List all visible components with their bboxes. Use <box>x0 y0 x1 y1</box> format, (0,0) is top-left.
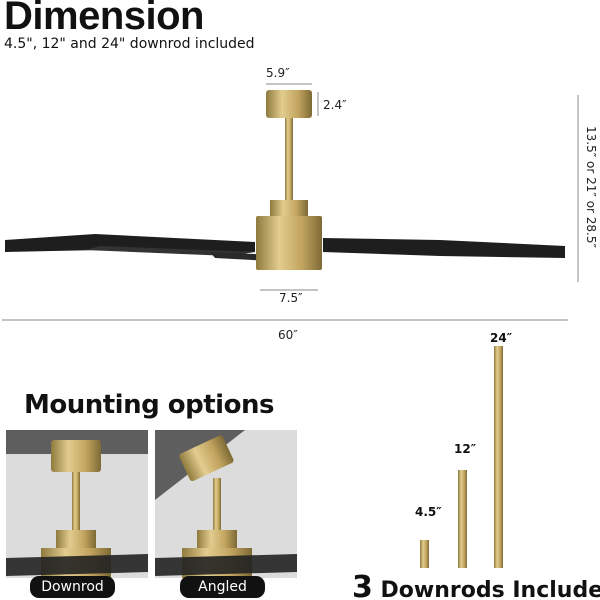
downrod-label: 4.5″ <box>415 505 442 519</box>
angled-option-label: Angled <box>180 576 265 598</box>
downrod-4-5 <box>420 540 429 568</box>
canopy-width-label: 5.9″ <box>266 66 290 80</box>
downrods-included-title: 3 Downrods Included <box>352 570 600 600</box>
downrod-24 <box>494 346 503 568</box>
downrod <box>285 118 293 208</box>
downrods-title-text: Downrods Included <box>380 578 600 600</box>
angled-mount-image <box>155 430 297 578</box>
downrod-mount-image <box>6 430 148 578</box>
downrod-option-label: Downrod <box>30 576 115 598</box>
canopy <box>266 90 312 118</box>
downrod-label: 12″ <box>454 442 477 456</box>
fan-dimension-drawing <box>2 83 579 321</box>
fan-blades <box>5 234 565 262</box>
page-title: Dimension <box>4 0 204 38</box>
downrod-count: 3 <box>352 570 373 600</box>
mounting-title: Mounting options <box>24 390 274 420</box>
overall-height-label: 13.5″ or 21″ or 28.5″ <box>584 126 598 248</box>
blade-span-label: 60″ <box>278 328 298 342</box>
downrod-label: 24″ <box>490 331 513 345</box>
motor-width-label: 7.5″ <box>279 291 303 305</box>
canopy-height-label: 2.4″ <box>323 98 347 112</box>
subtitle: 4.5", 12" and 24" downrod included <box>4 36 255 52</box>
motor-housing <box>256 216 322 270</box>
downrod-12 <box>458 470 467 568</box>
downrods-drawing <box>420 346 503 568</box>
